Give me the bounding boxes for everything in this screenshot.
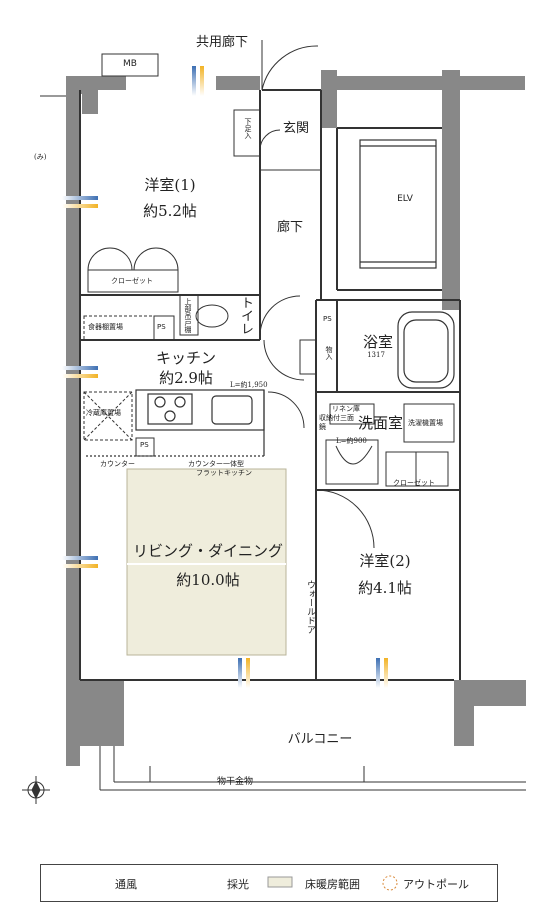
western-room-2-area: 約4.1帖	[358, 579, 412, 597]
laundry-pole-label: 物干金物	[216, 777, 254, 787]
living-label: リビング・ダイニング	[132, 542, 284, 560]
three-way-mirror-label: 収納付三面鏡	[319, 414, 354, 431]
floor-heating-area	[126, 468, 287, 656]
living-area: 約10.0帖	[176, 571, 240, 589]
counter-flat-label: カウンター一体型	[188, 460, 244, 468]
bath-label: 浴室	[362, 333, 394, 351]
legend: 通風 採光 床暖房範囲 アウトポール	[40, 864, 498, 902]
entrance-label: 玄関	[282, 121, 310, 136]
hallway-label: 廊下	[276, 220, 304, 235]
legend-ventilation-label: 通風	[115, 878, 137, 891]
ps-2-label: PS	[323, 315, 332, 323]
common-corridor-label: 共用廊下	[195, 35, 249, 50]
elevator	[359, 139, 437, 269]
legend-daylight-label: 採光	[227, 878, 249, 891]
legend-out-pole: アウトポール	[395, 876, 469, 892]
door-swings	[263, 339, 375, 549]
cupboard-label: 食器棚置場	[88, 323, 123, 331]
interior-walls	[79, 89, 461, 681]
closet-1-doors	[87, 247, 179, 293]
flat-kitchen-label: フラットキッチン	[196, 469, 252, 477]
legend-swatches	[267, 875, 398, 891]
compass-icon	[22, 776, 50, 804]
legend-daylight: 採光	[219, 876, 249, 892]
ventilation-markers	[62, 66, 388, 688]
legend-floor-heating: 床暖房範囲	[297, 876, 360, 892]
left-note-label: (み)	[34, 153, 47, 161]
cupboard-area	[83, 315, 175, 457]
kitchen-label: キッチン	[155, 349, 217, 367]
washroom-label: 洗面室	[358, 414, 404, 432]
ps-3-label: PS	[140, 441, 149, 449]
kitchen-counter	[86, 389, 265, 457]
counter-label: カウンター	[100, 460, 135, 468]
western-room-2-label: 洋室(2)	[359, 552, 411, 570]
toilet-fixture	[179, 294, 301, 337]
bath-size-label: 1317	[367, 351, 385, 359]
legend-out-pole-label: アウトポール	[403, 878, 469, 891]
balcony-label: バルコニー	[287, 732, 353, 747]
closet-2-label: クローゼット	[393, 479, 435, 487]
entrance-details	[233, 40, 321, 171]
ps-1-label: PS	[157, 323, 166, 331]
linen-label: リネン庫	[332, 405, 360, 413]
legend-ventilation: 通風	[107, 876, 137, 892]
western-room-1-label: 洋室(1)	[144, 176, 196, 194]
fridge-label: 冷蔵庫置場	[86, 409, 121, 417]
washroom-details	[325, 403, 455, 487]
kitchen-length-label: L=約1,950	[230, 381, 268, 389]
balcony-outline	[99, 746, 526, 791]
shoe-closet-label: 下足入	[244, 118, 252, 139]
mb-label: MB	[123, 59, 137, 69]
washer-label: 洗濯機置場	[408, 419, 443, 427]
storage-label: 物入	[325, 346, 333, 360]
elv-label: ELV	[397, 194, 413, 204]
kitchen-area: 約2.9帖	[159, 369, 213, 387]
western-room-1-area: 約5.2帖	[143, 202, 197, 220]
mb-box	[101, 53, 159, 77]
structural-walls	[66, 70, 526, 766]
closet-1-label: クローゼット	[111, 277, 153, 285]
legend-floor-heating-label: 床暖房範囲	[305, 878, 360, 891]
bathtub	[397, 311, 455, 389]
wall-door-label: ウォールドア	[305, 580, 315, 634]
washroom-length-label: L=約900	[336, 437, 367, 445]
toilet-label: トイレ	[238, 296, 253, 335]
upper-closet-label: 上部吊戸棚	[184, 298, 192, 333]
